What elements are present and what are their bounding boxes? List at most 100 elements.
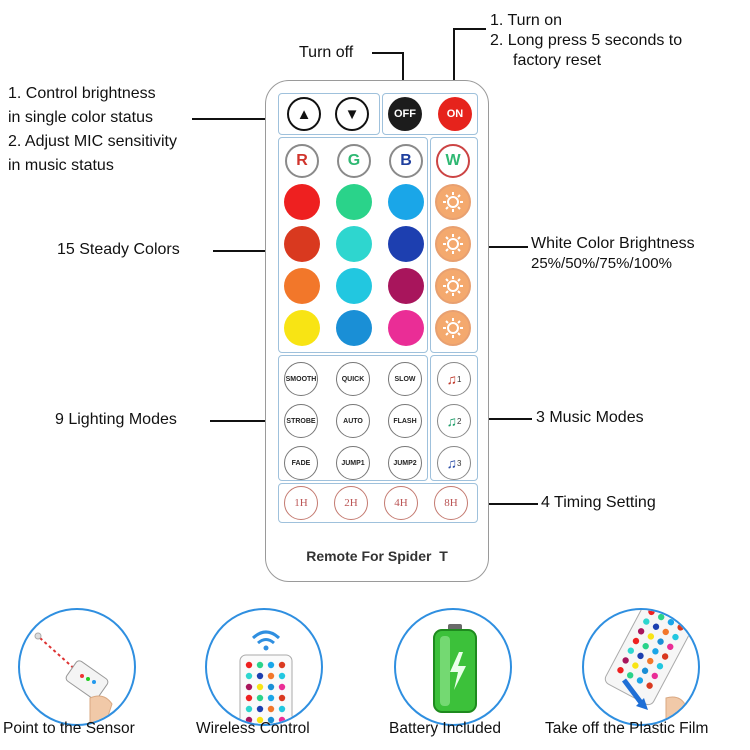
- remove-film-icon: [604, 610, 695, 721]
- mode-button-flash[interactable]: FLASH: [388, 404, 422, 438]
- mini-button-dot: [245, 716, 253, 724]
- mini-button-dot: [651, 672, 658, 680]
- white-brightness-button-1[interactable]: [435, 184, 471, 220]
- mini-button-dot: [667, 619, 675, 626]
- mini-button-dot: [278, 694, 286, 702]
- mode-button-quick[interactable]: QUICK: [336, 362, 370, 396]
- leader-line-white: [472, 246, 528, 248]
- timer-button-4h[interactable]: 4H: [384, 486, 418, 520]
- mode-label: QUICK: [341, 375, 365, 383]
- color-button-5[interactable]: [336, 226, 372, 262]
- music-mode-button-3[interactable]: ♫3: [437, 446, 471, 480]
- music-mode-button-1[interactable]: ♫1: [437, 362, 471, 396]
- sun-icon: [443, 234, 463, 254]
- feature-caption-sensor: Point to the Sensor: [3, 720, 135, 737]
- lighting-modes-label: 9 Lighting Modes: [55, 411, 177, 428]
- color-button-6[interactable]: [388, 226, 424, 262]
- sun-icon: [443, 318, 463, 338]
- timer-button-2h[interactable]: 2H: [334, 486, 368, 520]
- mini-button-dot: [245, 672, 253, 680]
- mini-button-dot: [627, 647, 635, 654]
- feature-battery: [394, 608, 512, 726]
- mini-button-dot: [661, 653, 669, 660]
- mode-button-fade[interactable]: FADE: [284, 446, 318, 480]
- timer-button-8h[interactable]: 8H: [434, 486, 468, 520]
- mode-button-jump2[interactable]: JUMP2: [388, 446, 422, 480]
- mini-button-dot: [646, 682, 653, 689]
- white-brightness-label-1: White Color Brightness: [531, 235, 695, 252]
- modes-panel: SMOOTH QUICK SLOW STROBE AUTO FLASH FADE JUMP1 J…: [278, 355, 428, 481]
- brightness-panel: ▲ ▼: [278, 93, 380, 135]
- color-button-1[interactable]: [284, 184, 320, 220]
- timer-panel: 1H 2H 4H 8H: [278, 483, 478, 523]
- color-button-10[interactable]: [284, 310, 320, 346]
- mini-button-dot: [245, 694, 253, 702]
- music-note-icon: ♫: [446, 455, 458, 471]
- white-brightness-button-4[interactable]: [435, 310, 471, 346]
- on-button[interactable]: ON: [438, 97, 472, 131]
- mini-button-dot: [267, 661, 275, 669]
- mini-button-dot: [278, 705, 286, 713]
- sun-icon: [443, 192, 463, 212]
- feature-wireless: [205, 608, 323, 726]
- mini-button-dot: [652, 648, 659, 655]
- mini-button-dot: [256, 716, 264, 724]
- mode-button-slow[interactable]: SLOW: [388, 362, 422, 396]
- off-button[interactable]: OFF: [388, 97, 422, 131]
- mode-button-strobe[interactable]: STROBE: [284, 404, 318, 438]
- color-button-11[interactable]: [336, 310, 372, 346]
- music-mode-button-2[interactable]: ♫2: [437, 404, 471, 438]
- mini-button-dot: [256, 683, 264, 691]
- white-brightness-button-2[interactable]: [435, 226, 471, 262]
- mode-label: FLASH: [393, 417, 417, 425]
- mini-button-dot: [267, 672, 275, 680]
- mini-button-dot: [647, 633, 655, 640]
- mini-button-dot: [622, 657, 629, 664]
- music-mode-number: 2: [457, 416, 462, 426]
- white-brightness-button-3[interactable]: [435, 268, 471, 304]
- color-button-g[interactable]: G: [337, 144, 371, 178]
- brightness-up-button[interactable]: ▲: [287, 97, 321, 131]
- leader-line-lighting: [210, 420, 279, 422]
- color-button-7[interactable]: [284, 268, 320, 304]
- color-button-8[interactable]: [336, 268, 372, 304]
- color-button-2[interactable]: [336, 184, 372, 220]
- mini-button-dot: [267, 683, 275, 691]
- on-button-label: ON: [446, 108, 464, 120]
- color-button-4[interactable]: [284, 226, 320, 262]
- mini-button-dot: [267, 716, 275, 724]
- music-modes-label: 3 Music Modes: [536, 409, 644, 426]
- mini-button-dot: [256, 672, 264, 680]
- color-button-b[interactable]: B: [389, 144, 423, 178]
- mini-button-dot: [278, 683, 286, 691]
- brightness-down-button[interactable]: ▼: [335, 97, 369, 131]
- leader-line-off-h: [372, 52, 403, 54]
- mini-button-dot: [656, 663, 664, 670]
- music-mode-number: 3: [457, 458, 462, 468]
- mini-button-dot: [245, 683, 253, 691]
- turn-off-label: Turn off: [299, 44, 354, 61]
- mini-button-dot: [267, 705, 275, 713]
- leader-line-on-v: [453, 28, 455, 96]
- white-panel: W: [430, 137, 478, 353]
- mini-button-dot: [641, 667, 649, 674]
- mini-button-dot: [267, 694, 275, 702]
- color-button-12[interactable]: [388, 310, 424, 346]
- color-button-3[interactable]: [388, 184, 424, 220]
- color-button-r[interactable]: R: [285, 144, 319, 178]
- mode-button-jump1[interactable]: JUMP1: [336, 446, 370, 480]
- timer-button-1h[interactable]: 1H: [284, 486, 318, 520]
- off-button-label: OFF: [394, 108, 416, 120]
- feature-caption-battery: Battery Included: [389, 720, 502, 737]
- mode-label: JUMP1: [341, 459, 365, 467]
- down-arrow-icon: ▼: [344, 105, 360, 123]
- mode-label: SMOOTH: [285, 375, 317, 383]
- mode-button-smooth[interactable]: SMOOTH: [284, 362, 318, 396]
- color-button-9[interactable]: [388, 268, 424, 304]
- leader-line-on-h: [453, 28, 486, 30]
- mode-button-auto[interactable]: AUTO: [336, 404, 370, 438]
- mini-button-dot: [667, 643, 674, 650]
- color-button-w[interactable]: W: [436, 144, 470, 178]
